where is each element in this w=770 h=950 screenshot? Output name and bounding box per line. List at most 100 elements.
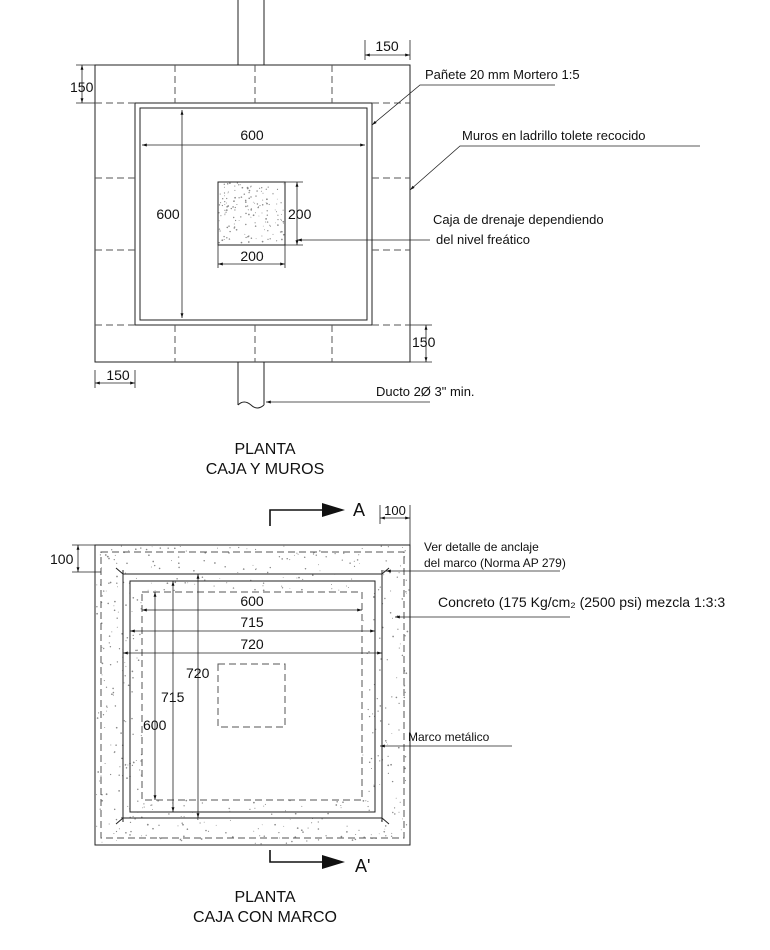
stipple-dot [126, 637, 129, 639]
stipple-dot [354, 838, 357, 841]
stipple-dot [379, 705, 382, 707]
stipple-dot [356, 559, 359, 561]
stipple-dot [346, 825, 348, 827]
stipple-dot [158, 824, 160, 826]
stipple-dot [383, 574, 385, 576]
stipple-dot [307, 827, 309, 829]
stipple-dot [219, 193, 221, 195]
stipple-dot [349, 562, 351, 564]
stipple-dot [243, 193, 246, 195]
stipple-dot [232, 216, 235, 219]
stipple-dot [304, 567, 307, 570]
stipple-dot [258, 215, 260, 217]
stipple-dot [373, 619, 375, 621]
stipple-dot [99, 780, 101, 782]
stipple-dot [115, 830, 118, 833]
stipple-dot [135, 649, 137, 652]
stipple-dot [168, 813, 170, 815]
stipple-dot [125, 665, 127, 667]
stipple-dot [147, 589, 149, 591]
stipple-dot [116, 575, 118, 578]
stipple-dot [340, 804, 342, 807]
stipple-dot [380, 658, 382, 660]
stipple-dot [248, 191, 250, 194]
stipple-dot [142, 807, 144, 809]
stipple-dot [246, 186, 249, 189]
stipple-dot [217, 547, 218, 549]
stipple-dot [362, 800, 365, 802]
stipple-dot [399, 801, 401, 803]
stipple-dot [132, 733, 134, 736]
stipple-dot [96, 794, 98, 796]
stipple-dot [158, 567, 161, 570]
stipple-dot [365, 800, 367, 802]
stipple-dot [100, 775, 102, 777]
stipple-dot [101, 595, 103, 597]
plaster-line [139, 107, 368, 321]
stipple-dot [108, 823, 110, 825]
stipple-dot [306, 840, 308, 842]
section-mark-a: A 100 [269, 500, 411, 545]
stipple-dot [268, 203, 270, 206]
stipple-dot [203, 821, 205, 823]
stipple-dot [255, 238, 257, 240]
stipple-dot [185, 799, 188, 802]
stipple-dot [240, 241, 243, 244]
stipple-dot [265, 188, 267, 190]
stipple-dot [279, 231, 282, 233]
stipple-dot [113, 609, 116, 612]
stipple-dot [124, 572, 126, 574]
stipple-dot [96, 605, 98, 608]
stipple-dot [226, 582, 228, 584]
stipple-dot [250, 209, 252, 211]
stipple-dot [234, 189, 236, 191]
stipple-dot [278, 556, 281, 558]
title-plan-walls-2: CAJA Y MUROS [206, 461, 325, 478]
annotations-bottom: Ver detalle de anclaje del marco (Norma … [380, 540, 725, 748]
stipple-dot [176, 577, 178, 580]
stipple-dot [124, 675, 126, 677]
stipple-dot [110, 744, 112, 746]
section-label-a: A [353, 500, 365, 520]
stipple-dot [385, 560, 387, 562]
stipple-dot [113, 558, 115, 561]
title-plan-frame-1: PLANTA [234, 889, 295, 906]
stipple-dot [227, 205, 230, 207]
stipple-dot [126, 777, 128, 779]
stipple-dot [261, 204, 264, 206]
stipple-dot [227, 191, 229, 193]
stipple-dot [280, 218, 282, 220]
stipple-dot [262, 192, 264, 194]
stipple-dot [197, 819, 199, 820]
stipple-dot [150, 566, 152, 568]
stipple-dot [392, 635, 394, 638]
stipple-dot [134, 818, 136, 820]
stipple-dot [284, 810, 287, 812]
stipple-dot [221, 204, 224, 207]
stipple-dot [263, 835, 266, 838]
stipple-dot [391, 696, 393, 698]
stipple-dot [112, 694, 114, 696]
stipple-dot [266, 202, 268, 205]
stipple-dot [218, 220, 220, 222]
stipple-dot [271, 813, 273, 815]
stipple-dot [277, 214, 279, 216]
stipple-dot [395, 797, 397, 799]
stipple-dot [225, 211, 227, 213]
stipple-dot [101, 646, 103, 648]
stipple-dot [395, 696, 398, 699]
stipple-dot [398, 572, 400, 574]
stipple-dot [245, 223, 247, 226]
stipple-dot [317, 828, 320, 830]
stipple-dot [233, 223, 235, 225]
metal-frame-outer [122, 573, 383, 819]
stipple-dot [123, 682, 125, 684]
stipple-dot [376, 697, 378, 700]
stipple-dot [224, 566, 226, 568]
stipple-dot [181, 822, 183, 824]
stipple-dot [405, 672, 408, 675]
stipple-dot [266, 198, 268, 201]
stipple-dot [96, 584, 98, 586]
stipple-dot [247, 241, 250, 243]
